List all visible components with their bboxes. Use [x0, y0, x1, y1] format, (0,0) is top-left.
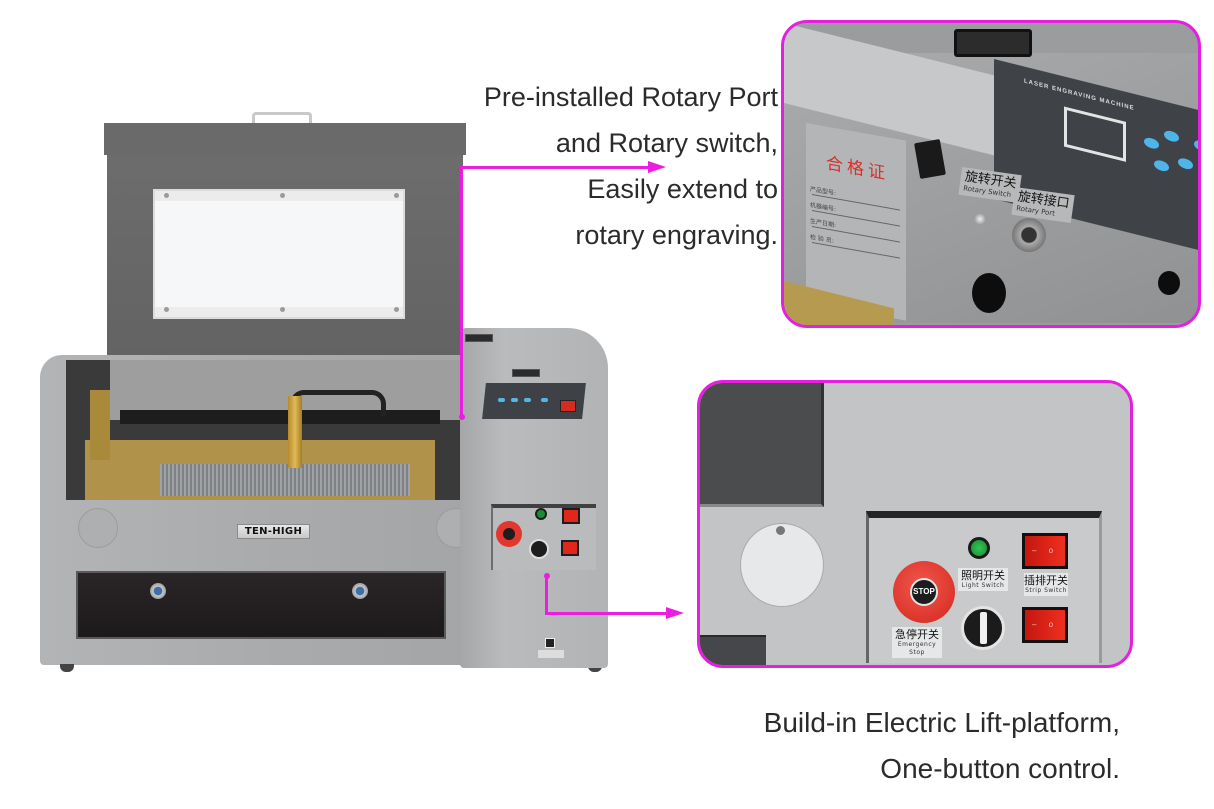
arrow-right-icon — [666, 607, 684, 619]
foot — [588, 664, 602, 672]
cover-plate-left — [78, 508, 118, 548]
panel-button — [1154, 158, 1169, 173]
lid-top-edge — [104, 123, 466, 155]
panel-button — [1178, 156, 1193, 171]
switch-panel-callout: STOP 急停开关 Emergency Stop 照明开关 Light Swit… — [697, 380, 1133, 668]
caption-line: rotary engraving. — [575, 220, 778, 250]
connector-line-top-vertical — [460, 166, 463, 416]
lift-platform-caption: Build-in Electric Lift-platform, One-but… — [690, 700, 1120, 792]
rotary-toggle-switch — [974, 213, 986, 225]
rocker-switch — [561, 540, 579, 556]
arrow-right-icon — [648, 161, 666, 173]
strip-switch-label: 插排开关 Strip Switch — [1024, 573, 1068, 596]
connector-line-bottom-vertical — [545, 576, 548, 614]
certificate-line — [812, 242, 900, 259]
label-zh: 照明开关 — [961, 569, 1005, 582]
caption-line: Easily extend to — [587, 174, 778, 204]
access-hole — [1158, 271, 1180, 295]
knob-indicator — [980, 612, 987, 644]
rocker-switch — [562, 508, 580, 524]
lid-handle — [252, 112, 312, 128]
rotary-knob — [529, 539, 549, 559]
drawer-corner — [700, 635, 766, 665]
drawer-knob-icon — [352, 583, 368, 599]
certificate-title: 合格证 — [826, 153, 889, 185]
caption-line: and Rotary switch, — [555, 128, 778, 158]
access-hole — [972, 273, 1006, 313]
lift-rocker-switch: – o — [1022, 607, 1068, 643]
rotary-port-callout: LASER ENGRAVING MACHINE 合格证 产品型号: 机器编号: … — [781, 20, 1201, 328]
screw-icon — [394, 307, 399, 312]
power-switch — [560, 400, 576, 412]
label-zh: 急停开关 — [895, 628, 939, 641]
caption-line: One-button control. — [880, 753, 1120, 784]
x-axis-gantry — [120, 410, 440, 424]
panel-button — [511, 398, 518, 402]
label-en: Light Switch — [961, 582, 1005, 589]
panel-display — [1064, 106, 1126, 162]
connector-line-bottom-horizontal — [545, 612, 667, 615]
caption-line: Pre-installed Rotary Port — [483, 82, 778, 112]
screw-icon — [280, 307, 285, 312]
foot — [60, 664, 74, 672]
panel-button — [1164, 129, 1179, 144]
screw-icon — [164, 193, 169, 198]
screw-icon — [776, 526, 785, 535]
usb-port-icon — [545, 638, 555, 648]
window-frame-bottom — [155, 307, 403, 317]
rocker-marks: – o — [1025, 610, 1065, 640]
rotary-port-connector — [1012, 218, 1046, 252]
connector-line-top-horizontal — [460, 166, 650, 169]
rotary-port-caption: Pre-installed Rotary Port and Rotary swi… — [420, 74, 778, 258]
drawer-knob-icon — [150, 583, 166, 599]
vent-slot — [512, 369, 540, 377]
control-tower — [460, 328, 608, 668]
screw-icon — [280, 193, 285, 198]
lid-viewing-window — [153, 189, 405, 319]
rocker-marks: – o — [1025, 536, 1065, 566]
light-indicator — [968, 537, 990, 559]
cable-chain — [290, 390, 386, 416]
brand-plate: TEN-HIGH — [237, 524, 310, 539]
screw-icon — [164, 307, 169, 312]
label-en: Strip Switch — [1025, 587, 1067, 594]
panel-button — [1144, 136, 1159, 151]
panel-button — [498, 398, 505, 402]
caption-line: Build-in Electric Lift-platform, — [763, 707, 1120, 738]
emergency-stop-label: 急停开关 Emergency Stop — [892, 627, 942, 658]
cover-plate — [740, 523, 824, 607]
bottom-drawer — [76, 571, 446, 639]
stop-icon: STOP — [910, 578, 938, 606]
panel-button — [524, 398, 531, 402]
laser-head — [288, 396, 302, 468]
y-axis-rail — [90, 390, 110, 460]
screw-icon — [394, 193, 399, 198]
stop-icon — [503, 528, 515, 540]
panel-button — [541, 398, 548, 402]
usb-label — [538, 650, 564, 658]
light-switch-label: 照明开关 Light Switch — [958, 568, 1008, 591]
label-en: Emergency Stop — [897, 641, 937, 656]
vent-slot — [465, 334, 493, 342]
strip-rocker-switch: – o — [1022, 533, 1068, 569]
window-frame-top — [155, 191, 403, 201]
connector-dot — [459, 414, 465, 420]
honeycomb-bed — [160, 464, 410, 496]
vent-slot — [954, 29, 1032, 57]
label-zh: 插排开关 — [1024, 574, 1068, 587]
light-indicator — [535, 508, 547, 520]
dark-panel — [700, 383, 824, 507]
panel-button — [1194, 138, 1198, 153]
panel-button — [1198, 160, 1201, 174]
